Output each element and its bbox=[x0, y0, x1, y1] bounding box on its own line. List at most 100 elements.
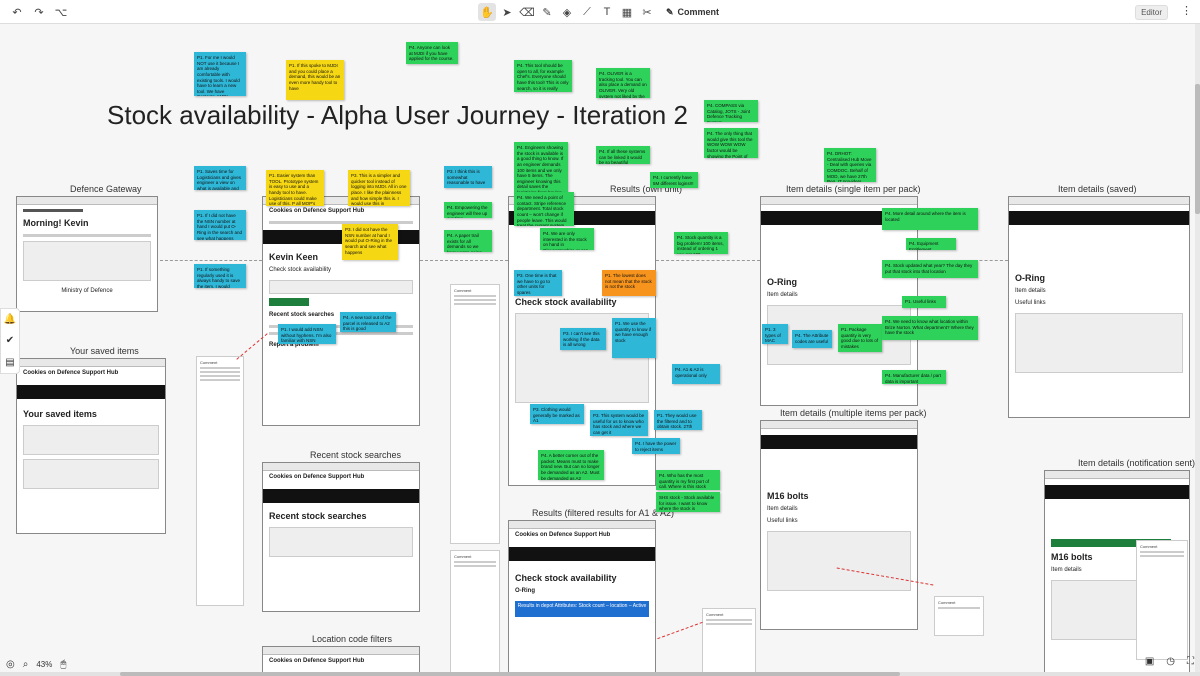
undo-icon[interactable]: ↶ bbox=[12, 6, 22, 19]
hand-tool-icon[interactable]: ✋ bbox=[478, 3, 496, 21]
frame-results-filtered[interactable]: Cookies on Defence Support Hub Check sto… bbox=[508, 520, 656, 676]
presentation-icon[interactable]: ▣ bbox=[1144, 656, 1155, 667]
sticky-note[interactable]: P1. If I did not have the NSN number at … bbox=[194, 210, 246, 240]
frame-defence-gateway[interactable]: Morning! Kevin Ministry of Defence bbox=[16, 196, 158, 312]
horizontal-scrollbar[interactable] bbox=[0, 672, 1200, 676]
sticky-note[interactable]: P1. If this spoke to MJDI and you could … bbox=[286, 60, 344, 100]
sticky-note[interactable]: P4. Stock quantity is a big problem! 100… bbox=[674, 232, 728, 254]
select-tool-icon[interactable]: ➤ bbox=[502, 6, 512, 19]
notifications-icon[interactable]: 🔔 bbox=[3, 314, 17, 326]
scroll-thumb[interactable] bbox=[1195, 84, 1200, 214]
sticky-note[interactable]: P1. The lowest does not mean that the st… bbox=[602, 270, 656, 296]
zoom-level[interactable]: 43% bbox=[36, 659, 53, 669]
sticky-note[interactable]: P1. We use the quantity to know if we ha… bbox=[612, 318, 656, 358]
scroll-thumb[interactable] bbox=[120, 672, 900, 676]
sticky-note[interactable]: P4. A1 & A2 is operational only bbox=[672, 364, 720, 384]
sticky-note[interactable]: P4. A new tool out of the parcel is rele… bbox=[340, 312, 396, 332]
comment-button[interactable]: ✎ Comment bbox=[666, 7, 719, 18]
sticky-note[interactable]: P4. A better corner out of the packet. M… bbox=[538, 450, 604, 480]
sticky-note[interactable]: P4. COMPASS via Catalog, JOTS - Joint De… bbox=[704, 100, 758, 122]
sticky-note[interactable]: P4. The only thing that would give this … bbox=[704, 128, 758, 158]
sticky-note[interactable]: P4. Who has the most quantity is my firs… bbox=[656, 470, 720, 490]
table-tool-icon[interactable]: ▦ bbox=[621, 6, 633, 19]
browser-chrome bbox=[263, 197, 419, 205]
sticky-note[interactable]: P4. I currently have 5M different logins… bbox=[650, 172, 698, 188]
board-canvas[interactable]: Stock availability - Alpha User Journey … bbox=[0, 24, 1200, 676]
pen-tool-icon[interactable]: ✎ bbox=[542, 6, 552, 19]
sticky-note[interactable]: P4. I have the power to reject items bbox=[632, 438, 680, 454]
search-button bbox=[269, 298, 309, 306]
comment-thread[interactable]: Comment bbox=[934, 596, 984, 636]
sticky-note[interactable]: P4. DRHOT: Centralised Hub Move - Deal w… bbox=[824, 148, 876, 182]
comment-thread[interactable]: Comment bbox=[1136, 540, 1188, 660]
sticky-note[interactable]: P3. This system would be useful for us t… bbox=[590, 410, 648, 436]
left-side-panel: 🔔 ✔ ▤ bbox=[0, 308, 20, 374]
sticky-note[interactable]: P1. They would use the filtered and to o… bbox=[654, 410, 702, 430]
sticky-note[interactable]: P1. Useful links bbox=[902, 296, 946, 308]
timer-icon[interactable]: ◷ bbox=[1166, 656, 1175, 667]
sticky-note[interactable]: P3. Clothing would generally be marked a… bbox=[530, 404, 584, 424]
sticky-note[interactable]: P1. I would add NSN without hyphens. I'm… bbox=[278, 324, 336, 344]
sticky-note[interactable]: P3. One time is that we have to go to ot… bbox=[514, 270, 562, 296]
editor-role-badge[interactable]: Editor bbox=[1135, 5, 1168, 20]
frame-item-multiple[interactable]: M16 bolts Item details Useful links bbox=[760, 420, 918, 630]
checklist-icon[interactable]: ✔ bbox=[5, 335, 15, 347]
cookie-line bbox=[269, 221, 413, 224]
sticky-note[interactable]: P4. Empowering the engineer will free up… bbox=[444, 202, 492, 218]
sticky-note[interactable]: P4. Engineers showing the stock is avail… bbox=[514, 142, 568, 194]
zoom-controls: ◎ ⌕ 43% 🖱 bbox=[0, 652, 100, 676]
crop-tool-icon[interactable]: ✂ bbox=[642, 6, 652, 19]
sticky-note[interactable]: P3. I can't see this working if the data… bbox=[560, 328, 606, 350]
sticky-note[interactable]: P1. For me I would NOT use it because I … bbox=[194, 52, 246, 96]
sticky-note[interactable]: P4. Equipment Entitlement bbox=[906, 238, 956, 250]
sticky-note[interactable]: SHS stock - Stock available for issue. I… bbox=[656, 492, 720, 512]
sticky-note[interactable]: P4. A paper trail exists for all demands… bbox=[444, 230, 492, 252]
more-options-icon[interactable]: ⋮ bbox=[1181, 5, 1192, 17]
sticky-note[interactable]: P4. We are only interested in the stock … bbox=[540, 228, 594, 250]
sticky-note[interactable]: P1. Saves time for Logisticians and give… bbox=[194, 166, 246, 190]
sticky-note[interactable]: P4. Anyone can look at MJDI if you have … bbox=[406, 42, 458, 64]
sticky-note[interactable]: P4. Manufacturer data / part data is imp… bbox=[882, 370, 946, 384]
comment-thread[interactable]: Comment bbox=[450, 550, 500, 676]
item-multiple-section: Item details bbox=[767, 506, 798, 512]
sticky-note[interactable]: P3. I think this is somewhat reasonable … bbox=[444, 166, 492, 188]
line-tool-icon[interactable]: ⟋ bbox=[583, 5, 591, 18]
sticky-note[interactable]: P3. I did not have the NSN number at han… bbox=[342, 224, 398, 260]
sticky-note[interactable]: P4. Stock updated what year? The day the… bbox=[882, 260, 978, 278]
frame-title-location-filters: Location code filters bbox=[312, 634, 393, 644]
sticky-note[interactable]: P3. This is a simpler and quicker tool i… bbox=[348, 170, 410, 206]
browser-chrome bbox=[263, 647, 419, 655]
comment-thread[interactable]: Comment bbox=[196, 356, 244, 606]
vertical-scrollbar[interactable] bbox=[1195, 24, 1200, 672]
zoom-search-icon[interactable]: ⌕ bbox=[22, 658, 29, 670]
sticky-note[interactable]: P4. OLIVER is a tracking tool. You can a… bbox=[596, 68, 650, 98]
sticky-note[interactable]: P4. If all these systems can be linked i… bbox=[596, 146, 650, 164]
eraser-tool-icon[interactable]: ⌫ bbox=[519, 6, 535, 19]
frames-icon[interactable]: ▤ bbox=[5, 356, 15, 368]
mouse-mode-icon[interactable]: 🖱 bbox=[60, 658, 67, 670]
sticky-note[interactable]: P1. If something regularly used it is al… bbox=[194, 264, 246, 288]
sticky-note[interactable]: P1. 3 types of MAC Codes bbox=[762, 324, 788, 344]
frame-item-saved[interactable]: O-Ring Item details Useful links bbox=[1008, 196, 1190, 418]
frame-your-saved-items[interactable]: Cookies on Defence Support Hub Your save… bbox=[16, 358, 166, 534]
sticky-note[interactable]: P1. Package quantity is very good due to… bbox=[838, 324, 882, 352]
frame-title-item-single: Item details (single item per pack) bbox=[786, 184, 921, 194]
fit-to-screen-icon[interactable]: ◎ bbox=[6, 658, 15, 670]
comment-thread[interactable]: Comment bbox=[450, 284, 500, 544]
results-item-name: O-Ring bbox=[515, 588, 535, 594]
frame-location-filters[interactable]: Cookies on Defence Support Hub bbox=[262, 646, 420, 676]
fullscreen-icon[interactable]: ⛶ bbox=[1187, 656, 1194, 667]
text-tool-icon[interactable]: T bbox=[603, 6, 611, 18]
frame-recent-searches[interactable]: Cookies on Defence Support Hub Recent st… bbox=[262, 462, 420, 612]
sticky-note[interactable]: P4. We need to know what location within… bbox=[882, 316, 978, 340]
sticky-note[interactable]: P4. This tool should be open to all, for… bbox=[514, 60, 572, 92]
redo-icon[interactable]: ↷ bbox=[34, 6, 44, 19]
item-multiple-links: Useful links bbox=[767, 518, 798, 524]
sticky-note[interactable]: P4. The Attribute codes are useful bbox=[792, 330, 832, 348]
highlighter-tool-icon[interactable]: ◈ bbox=[562, 6, 572, 19]
sticky-note[interactable]: P4. We need a point of contact. Stripe r… bbox=[514, 192, 574, 226]
format-painter-icon[interactable]: ⌥ bbox=[54, 6, 68, 19]
sticky-note[interactable]: P4. More detail around where the item is… bbox=[882, 208, 978, 230]
comment-thread[interactable]: Comment bbox=[702, 608, 756, 676]
sticky-note[interactable]: P1. Easier system than TOOL. Prototype s… bbox=[266, 170, 324, 206]
